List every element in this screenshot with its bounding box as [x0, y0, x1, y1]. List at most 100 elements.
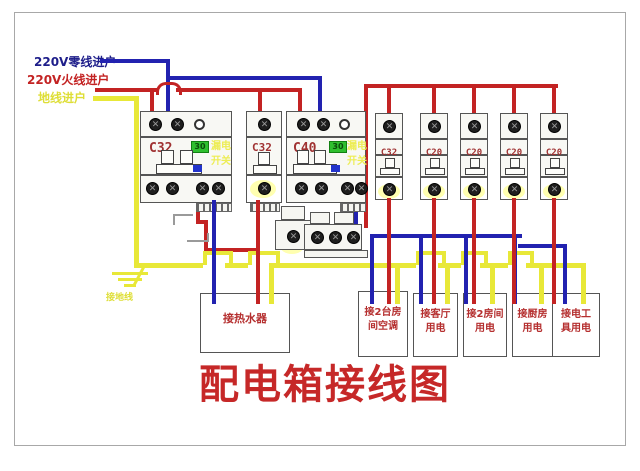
screw-icon — [315, 182, 328, 195]
breaker-toggle-base — [545, 168, 565, 175]
terminal-strip-b-flange — [304, 250, 368, 258]
breaker-toggle[interactable] — [470, 158, 480, 168]
screw-icon — [383, 120, 396, 133]
screw-icon — [212, 182, 225, 195]
test-button[interactable] — [193, 165, 202, 172]
branch-breaker-rating: C20 — [465, 148, 483, 158]
ground-riser — [134, 96, 139, 268]
breaker-toggle[interactable] — [314, 150, 326, 164]
live-wire-feed — [176, 88, 302, 92]
breaker-toggle[interactable] — [550, 158, 560, 168]
screw-icon — [149, 118, 162, 131]
live-drop-main — [150, 88, 154, 119]
live-main-out-c — [204, 220, 208, 250]
live-bus-riser — [364, 84, 368, 228]
screw-icon — [355, 182, 368, 195]
terminal-strip-b-tab — [310, 212, 330, 224]
live-main-out-a — [196, 200, 200, 224]
live-entry-label: 220V火线进户 — [27, 73, 110, 87]
ground-drop-kitchen — [539, 263, 544, 304]
screw-icon — [287, 230, 300, 243]
screw-icon — [297, 118, 310, 131]
main-breaker-body: C32 30 漏电 开关 — [140, 137, 232, 175]
ground-drop-livingroom — [445, 263, 450, 304]
breaker-toggle[interactable] — [510, 158, 520, 168]
live-drop-sub — [258, 88, 262, 119]
ground-wire-in — [93, 96, 139, 101]
ground-symbol-icon — [112, 272, 148, 275]
neutral-entry-label: 220V零线进户 — [34, 55, 117, 69]
screw-icon — [311, 231, 324, 244]
neutral-drop-rooms — [464, 234, 468, 304]
breaker-toggle[interactable] — [258, 152, 270, 165]
neutral-drop-tools — [563, 244, 567, 304]
screw-icon — [468, 120, 481, 133]
live-drop-heater — [256, 200, 260, 304]
ground-bridge-2 — [248, 251, 280, 265]
live-drop-rooms — [472, 198, 476, 304]
neutral-endrun — [518, 244, 567, 248]
live-bus-drop-1 — [387, 84, 391, 118]
output-box-kitchen: 接厨房 用电 — [512, 293, 553, 357]
ground-bus-2 — [225, 263, 248, 268]
screw-icon — [171, 118, 184, 131]
screw-icon — [258, 182, 271, 195]
live-drop-tools — [552, 198, 556, 304]
live-wire-in — [95, 88, 157, 92]
breaker-toggle[interactable] — [385, 158, 395, 168]
sub-breaker-rating: C32 — [252, 141, 272, 154]
second-breaker-bottom-terminals — [286, 175, 368, 203]
breaker-toggle-base — [505, 168, 525, 175]
screw-icon — [196, 182, 209, 195]
screw-icon — [258, 118, 271, 131]
diagram-title: 配电箱接线图 — [199, 361, 451, 408]
breaker-toggle-base — [425, 168, 445, 175]
output-label: 接电工 — [561, 309, 591, 320]
neutral-wire-branch — [166, 76, 322, 80]
terminal-strip-b — [304, 224, 362, 250]
screw-icon — [317, 118, 330, 131]
second-breaker-badge: 30 — [329, 141, 347, 153]
screw-icon — [341, 182, 354, 195]
output-label: 用电 — [522, 323, 543, 334]
screw-icon — [166, 182, 179, 195]
main-breaker-top-terminals — [140, 111, 232, 137]
screw-icon — [146, 182, 159, 195]
output-label: 接客厅 — [420, 309, 451, 320]
live-bus-drop-4 — [512, 84, 516, 118]
breaker-toggle-base — [253, 165, 277, 174]
output-label: 接2台房 — [364, 307, 402, 318]
branch-breaker-rating: C20 — [425, 148, 443, 158]
neutral-wire-c40-drop — [318, 76, 322, 119]
ground-bus-1 — [134, 263, 203, 268]
terminal-strip-b-tab — [334, 212, 354, 224]
ground-drop-aircon — [395, 263, 400, 304]
breaker-toggle[interactable] — [161, 150, 174, 164]
screw-icon — [329, 231, 342, 244]
main-breaker-bottom-terminals — [140, 175, 232, 203]
live-main-out-d — [204, 248, 258, 252]
ground-drop-heater — [269, 263, 274, 304]
test-button[interactable] — [331, 165, 340, 172]
screw-icon — [295, 182, 308, 195]
screw-icon — [194, 119, 205, 130]
second-breaker-body: C40 30 漏电 开关 — [286, 137, 367, 175]
breaker-toggle[interactable] — [297, 150, 309, 164]
mounting-bracket — [173, 214, 193, 225]
screw-icon — [339, 119, 350, 130]
ground-drop-tools — [581, 263, 586, 304]
ground-bridge-5 — [508, 251, 534, 265]
terminal-fins — [340, 203, 366, 212]
output-label: 接2房间 — [466, 309, 504, 320]
breaker-toggle[interactable] — [180, 150, 193, 164]
mounting-bracket — [187, 233, 209, 242]
output-box-aircon: 接2台房 间空调 — [358, 291, 408, 357]
screw-icon — [468, 183, 481, 196]
breaker-toggle[interactable] — [430, 158, 440, 168]
neutral-drop-heater — [212, 200, 216, 304]
second-breaker-note-1: 漏电 — [347, 141, 367, 152]
output-label: 接厨房 — [517, 309, 548, 320]
live-main-out-b — [196, 220, 208, 224]
screw-icon — [508, 120, 521, 133]
output-box-tools: 接电工 具用电 — [552, 293, 600, 357]
